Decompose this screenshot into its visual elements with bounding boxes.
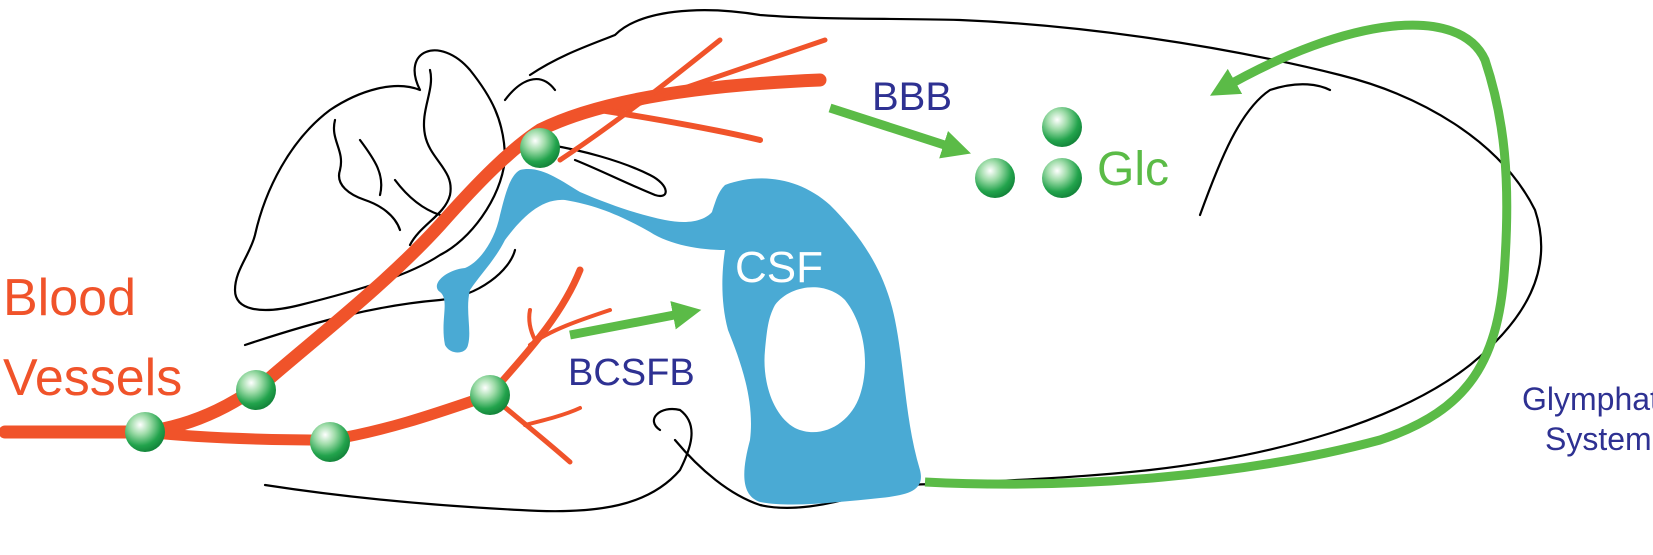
bbb-label: BBB — [872, 75, 952, 119]
midbrain-fold — [503, 78, 667, 198]
transporter-ball-4 — [470, 375, 510, 415]
blood-vessels-label-line2: Vessels — [3, 349, 182, 407]
vessel-branch-up-1 — [557, 37, 723, 163]
glucose-ball-3 — [1042, 158, 1082, 198]
base-line — [263, 407, 693, 513]
glucose-ball-2 — [1042, 107, 1082, 147]
transporter-ball-3 — [310, 422, 350, 462]
csf-ventricles — [436, 169, 921, 505]
bbb-arrow — [828, 103, 971, 159]
vessel-branch-down — [597, 107, 763, 143]
vessel-lower-branch — [486, 266, 584, 399]
csf-hole — [764, 287, 865, 433]
glucose-molecules — [125, 107, 1082, 462]
glc-label: Glc — [1097, 143, 1169, 196]
transporter-ball-5 — [520, 128, 560, 168]
brain-outline — [233, 9, 1543, 513]
glucose-ball-1 — [975, 158, 1015, 198]
blood-vessels-label-line1: Blood — [3, 269, 136, 327]
cerebellum-folia-2 — [332, 118, 402, 232]
bcsfb-label: BCSFB — [568, 352, 695, 394]
arrows — [569, 20, 1512, 489]
transporter-ball-1 — [125, 412, 165, 452]
frontal-line — [1198, 83, 1332, 217]
glymphatic-arrow — [924, 20, 1512, 489]
cerebellum-folia-3 — [358, 138, 442, 217]
cerebrum-outline — [528, 9, 1543, 487]
labels: Blood Vessels BBB Glc CSF BCSFB Glymphat… — [3, 75, 1653, 457]
cerebellum-folia-1 — [408, 68, 452, 247]
vessel-branch-up-2 — [617, 37, 828, 113]
transporter-ball-2 — [236, 370, 276, 410]
csf-label: CSF — [735, 243, 823, 292]
bcsfb-arrow — [569, 301, 702, 340]
glymphatic-label-line1: Glymphatic — [1522, 381, 1653, 417]
brainstem-line — [243, 248, 517, 347]
glymphatic-label-line2: System — [1545, 421, 1652, 457]
vessel-lower-twig-2 — [527, 308, 537, 342]
vessel-lower-twig-4 — [523, 406, 582, 427]
cerebellum-outline — [233, 49, 507, 312]
